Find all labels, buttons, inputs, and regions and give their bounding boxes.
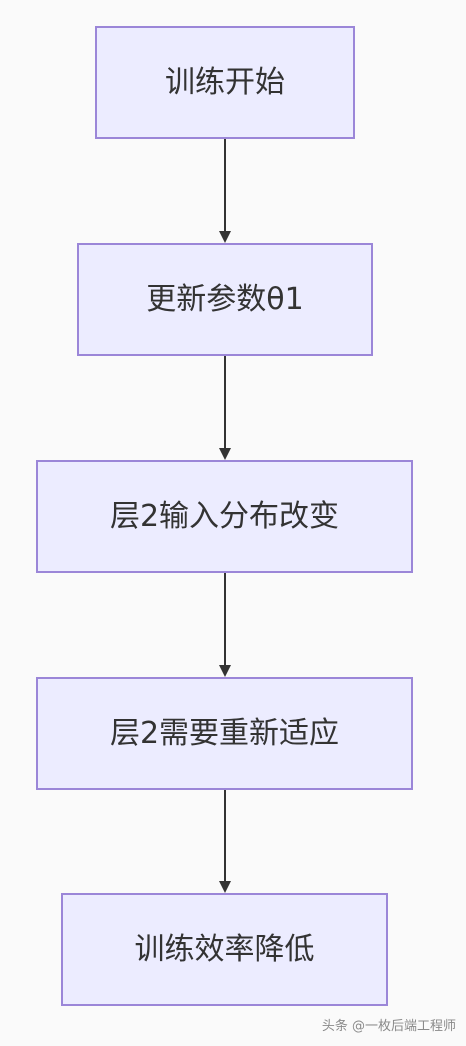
node-label: 层2需要重新适应 xyxy=(109,715,340,751)
node-layer2-input-distribution-change: 层2输入分布改变 xyxy=(36,460,413,573)
node-training-efficiency-drop: 训练效率降低 xyxy=(61,893,388,1006)
node-update-parameters: 更新参数θ1 xyxy=(77,243,373,356)
watermark-text: 头条 @一枚后端工程师 xyxy=(321,1019,456,1034)
node-label: 更新参数θ1 xyxy=(146,281,304,317)
node-layer2-readapt: 层2需要重新适应 xyxy=(36,677,413,790)
node-label: 训练开始 xyxy=(165,64,285,100)
node-label: 训练效率降低 xyxy=(134,931,315,967)
node-label: 层2输入分布改变 xyxy=(109,498,340,534)
node-training-start: 训练开始 xyxy=(95,26,355,139)
